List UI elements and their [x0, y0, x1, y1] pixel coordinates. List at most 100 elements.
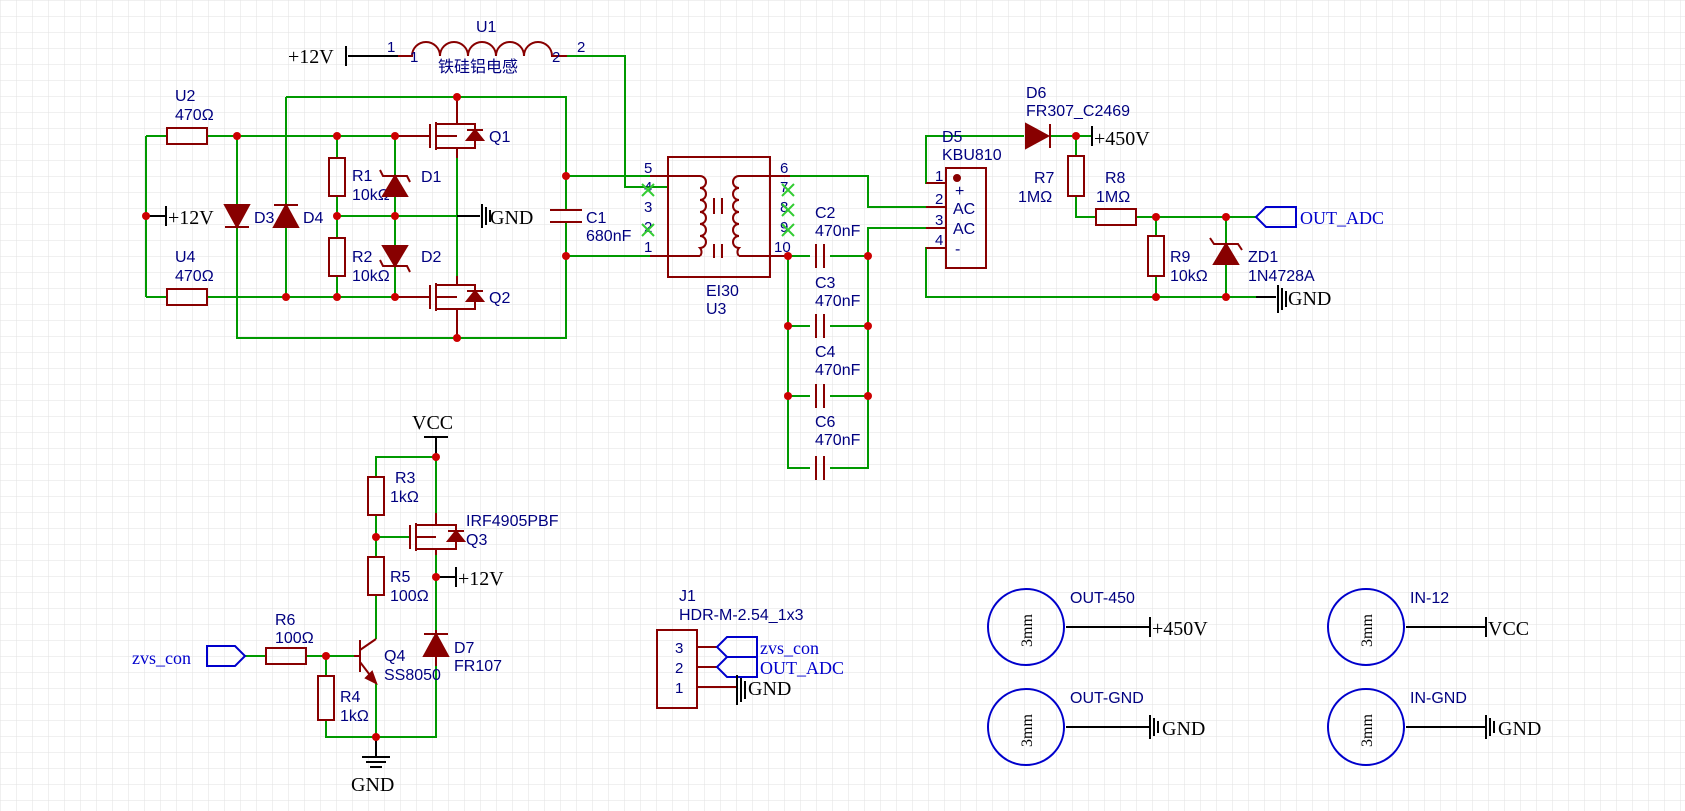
c3-value: 470nF — [815, 293, 861, 310]
u2-value: 470Ω — [175, 107, 214, 124]
hole-out-450-net: +450V — [1152, 618, 1208, 640]
net-label-gnd-right: GND — [1288, 288, 1331, 310]
resistor-r3[interactable]: R3 1kΩ — [367, 470, 419, 516]
r3-value: 1kΩ — [390, 489, 419, 506]
q1-designator: Q1 — [489, 129, 510, 146]
hole-out-450-label: OUT-450 — [1070, 590, 1135, 607]
q4-designator: Q4 — [384, 648, 405, 665]
capacitor-c1[interactable]: C1 680nF — [550, 209, 632, 245]
c1-value: 680nF — [586, 228, 632, 245]
j1-designator: J1 — [679, 588, 696, 605]
resistor-r6[interactable]: R6 100Ω — [265, 612, 314, 665]
resistor-u2[interactable]: U2 470Ω — [166, 88, 214, 145]
mosfet-q1[interactable]: Q1 — [395, 97, 510, 158]
c4-designator: C4 — [815, 344, 836, 361]
hole-out-gnd-label: OUT-GND — [1070, 690, 1144, 707]
j1-gnd-symbol: GND — [736, 675, 791, 705]
u3-pin-6: 6 — [780, 160, 788, 177]
zvs-con-port[interactable]: zvs_con — [132, 645, 247, 668]
hole-in-gnd-net: GND — [1498, 718, 1541, 740]
net-label-gnd-mid: GND — [490, 207, 533, 229]
d5-value: KBU810 — [942, 147, 1002, 164]
bridge-d5[interactable]: 1 2 3 4 + AC AC - D5 KBU810 — [926, 129, 1002, 269]
u3-pin-10: 10 — [774, 239, 791, 256]
resistor-r7[interactable]: R7 1MΩ — [1018, 155, 1085, 206]
resistor-u4[interactable]: U4 470Ω — [166, 249, 214, 306]
hole-in-gnd-size: 3mm — [1359, 714, 1376, 747]
u3-pin-1: 1 — [644, 239, 652, 256]
diode-d4[interactable]: D4 — [272, 202, 324, 228]
capacitor-c4[interactable]: C4 470nF — [815, 344, 861, 408]
out-adc-label: OUT_ADC — [1300, 208, 1384, 228]
u4-value: 470Ω — [175, 268, 214, 285]
transformer-u3[interactable]: 5 4 3 2 1 6 7 8 9 10 EI30 U3 — [644, 156, 791, 318]
diode-d6[interactable]: D6 FR307_C2469 — [1025, 85, 1130, 150]
q3-value: IRF4905PBF — [466, 513, 559, 530]
d6-value: FR307_C2469 — [1026, 103, 1130, 120]
d2-designator: D2 — [421, 249, 442, 266]
r8-designator: R8 — [1105, 170, 1126, 187]
mosfet-q3[interactable]: IRF4905PBF Q3 — [409, 513, 559, 555]
c2-designator: C2 — [815, 205, 836, 222]
j1-zvs-con-label: zvs_con — [760, 638, 819, 658]
mounting-hole-out-450[interactable]: 3mm OUT-450 +450V — [987, 588, 1208, 666]
r5-value: 100Ω — [390, 588, 429, 605]
d5-pin-3: 3 — [935, 212, 943, 229]
zener-zd1[interactable]: ZD1 1N4728A — [1209, 237, 1315, 285]
mounting-hole-out-gnd[interactable]: 3mm OUT-GND GND — [987, 688, 1205, 766]
u3-pin-2: 2 — [644, 219, 652, 236]
r1-value: 10kΩ — [352, 187, 390, 204]
bjt-q4[interactable]: Q4 SS8050 — [354, 638, 441, 686]
gnd-symbol-right: GND — [1256, 285, 1331, 313]
zener-d2[interactable]: D2 — [379, 245, 442, 273]
wires — [145, 55, 1276, 469]
capacitor-c6[interactable]: C6 470nF — [815, 414, 861, 480]
j1-value: HDR-M-2.54_1x3 — [679, 607, 804, 624]
d4-designator: D4 — [303, 210, 324, 227]
u3-pin-3: 3 — [644, 199, 652, 216]
hole-in-12-label: IN-12 — [1410, 590, 1449, 607]
hole-in-12-net: VCC — [1488, 618, 1529, 640]
d5-pin-4: 4 — [935, 232, 943, 249]
r5-designator: R5 — [390, 569, 411, 586]
diode-d3[interactable]: D3 — [223, 204, 275, 230]
inductor-pin1-inner: 1 — [410, 49, 418, 66]
r7-value: 1MΩ — [1018, 189, 1052, 206]
r7-designator: R7 — [1034, 170, 1055, 187]
j1-gnd-label: GND — [748, 678, 791, 700]
j1-pin-1: 1 — [675, 680, 683, 697]
u4-designator: U4 — [175, 249, 196, 266]
out-adc-port[interactable]: OUT_ADC — [1254, 206, 1384, 228]
j1-out-adc-port[interactable]: OUT_ADC — [715, 656, 844, 678]
zvs-con-label: zvs_con — [132, 648, 191, 668]
resistor-r9[interactable]: R9 10kΩ — [1147, 235, 1208, 285]
j1-zvs-con-port[interactable]: zvs_con — [715, 636, 819, 658]
mounting-hole-in-12[interactable]: 3mm IN-12 VCC — [1327, 588, 1529, 666]
r9-designator: R9 — [1170, 249, 1191, 266]
diode-d7[interactable]: D7 FR107 — [422, 630, 502, 675]
connector-j1[interactable]: 3 2 1 J1 HDR-M-2.54_1x3 — [656, 588, 804, 709]
resistor-r2[interactable]: R2 10kΩ — [328, 237, 390, 285]
mosfet-q2[interactable]: Q2 — [395, 276, 510, 338]
resistor-r8[interactable]: R8 1MΩ — [1095, 170, 1137, 226]
u3-designator: U3 — [706, 301, 727, 318]
d7-value: FR107 — [454, 658, 502, 675]
net-port-450v-top: +450V — [1091, 126, 1150, 150]
c6-value: 470nF — [815, 432, 861, 449]
d5-designator: D5 — [942, 129, 963, 146]
resistor-r4[interactable]: R4 1kΩ — [317, 675, 369, 725]
capacitor-c2[interactable]: C2 470nF — [815, 205, 861, 268]
resistor-r5[interactable]: R5 100Ω — [367, 556, 429, 605]
zd1-value: 1N4728A — [1248, 268, 1315, 285]
u2-designator: U2 — [175, 88, 196, 105]
j1-pin-2: 2 — [675, 660, 683, 677]
mounting-hole-in-gnd[interactable]: 3mm IN-GND GND — [1327, 688, 1541, 766]
resistor-r1[interactable]: R1 10kΩ — [328, 157, 390, 204]
zener-d1[interactable]: D1 — [379, 169, 442, 197]
capacitor-c3[interactable]: C3 470nF — [815, 275, 861, 338]
r4-value: 1kΩ — [340, 708, 369, 725]
inductor-u1[interactable]: 1 1 2 2 U1 铁硅铝电感 — [348, 19, 585, 76]
d7-designator: D7 — [454, 640, 475, 657]
inductor-designator: U1 — [476, 19, 497, 36]
